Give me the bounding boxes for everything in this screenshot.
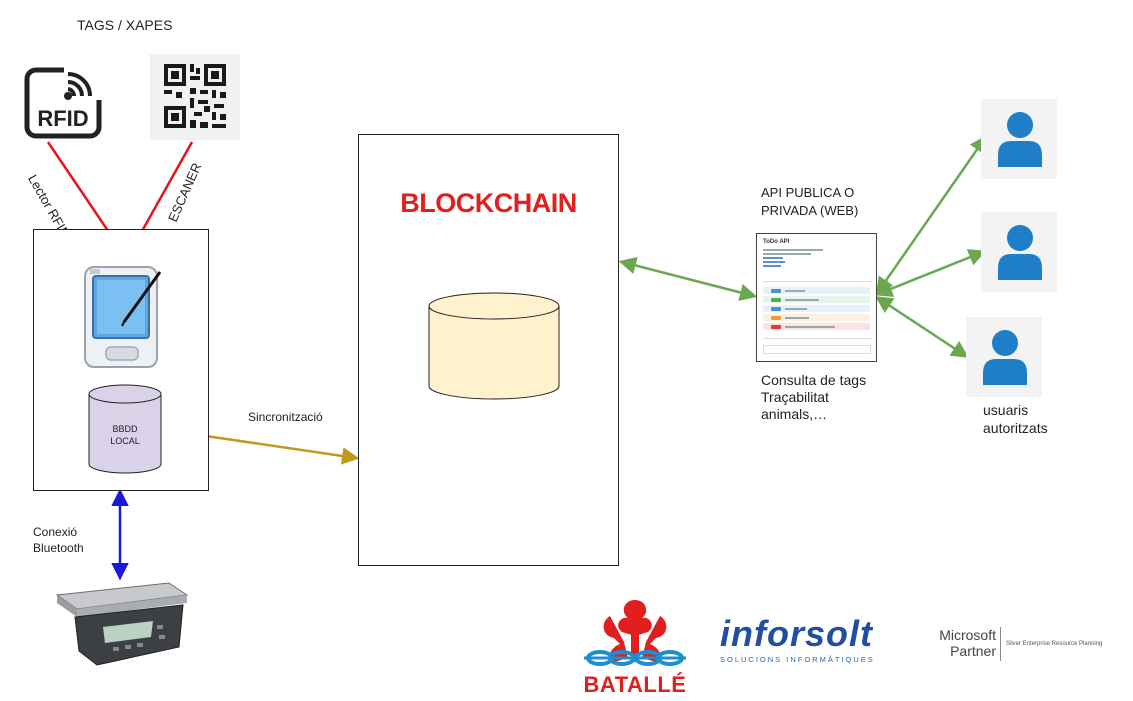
inforsolt-logo: inforsolt SOLUCIONS INFORMÀTIQUES: [720, 613, 905, 665]
user-avatar-3: [966, 317, 1042, 397]
api-screenshot-row: [763, 314, 870, 321]
tablet-icon: [82, 264, 168, 370]
bluetooth-label-line2: Bluetooth: [33, 540, 84, 555]
api-title-line2: PRIVADA (WEB): [761, 202, 859, 218]
api-screenshot-row: [763, 323, 870, 330]
api-screenshot: ToDo API: [756, 233, 877, 362]
qr-code-icon: [150, 54, 240, 140]
api-caption-line2: Traçabilitat: [761, 388, 829, 405]
local-db-label-line2: LOCAL: [110, 435, 140, 446]
batalle-logo-text: BATALLÉ: [583, 672, 687, 697]
scale-icon: [53, 577, 189, 669]
user-icon: [998, 225, 1042, 280]
api-screenshot-line: [763, 249, 823, 251]
inforsolt-logo-main: inforsolt: [720, 613, 873, 654]
bluetooth-label: Conexió Bluetooth: [33, 525, 84, 556]
user-icon: [983, 330, 1027, 385]
tags-heading: TAGS / XAPES: [77, 17, 173, 33]
blockchain-title: BLOCKCHAIN: [400, 188, 577, 218]
users-label-line2: autoritzats: [983, 419, 1048, 436]
inforsolt-logo-sub: SOLUCIONS INFORMÀTIQUES: [720, 655, 875, 664]
batalle-logo: BATALLÉ: [580, 596, 690, 697]
api-caption: Consulta de tags Traçabilitat animals,…: [761, 372, 866, 422]
blockchain-api-arrow: [618, 257, 758, 301]
local-db-label: BBDD LOCAL: [86, 424, 164, 447]
rfid-icon-text: RFID: [37, 106, 88, 131]
api-screenshot-row: [763, 287, 870, 294]
users-label: usuaris autoritzats: [983, 402, 1048, 437]
api-title-line1: API PUBLICA O: [761, 185, 855, 200]
microsoft-logo-line1: Microsoft: [939, 627, 996, 643]
microsoft-logo-divider: [1000, 627, 1001, 661]
api-screenshot-row: [763, 296, 870, 303]
api-screenshot-input: [763, 345, 871, 354]
microsoft-logo-line2: Partner: [950, 643, 996, 659]
api-screenshot-link: [763, 265, 781, 267]
user-icon: [998, 112, 1042, 167]
sync-label: Sincronització: [248, 410, 323, 424]
bluetooth-label-line1: Conexió: [33, 525, 78, 539]
api-screenshot-link: [763, 257, 783, 259]
local-db-label-line1: BBDD: [112, 424, 138, 434]
api-user1-arrow: [876, 135, 987, 295]
api-title: API PUBLICA O PRIVADA (WEB): [761, 184, 858, 219]
local-db-cylinder: [86, 384, 164, 476]
api-screenshot-divider: [763, 338, 872, 339]
api-screenshot-divider: [763, 281, 872, 282]
api-caption-line3: animals,…: [761, 405, 828, 422]
blockchain-db-cylinder: [426, 290, 562, 402]
api-user2-arrow: [874, 249, 987, 297]
user-avatar-2: [981, 212, 1057, 292]
batalle-logo-mark: [584, 600, 686, 666]
api-user3-arrow: [875, 296, 969, 358]
rfid-icon: RFID: [24, 64, 102, 142]
user-avatar-1: [981, 99, 1057, 179]
api-screenshot-line: [763, 253, 811, 255]
api-caption-line1: Consulta de tags: [761, 372, 867, 388]
api-screenshot-link: [763, 261, 785, 263]
microsoft-logo-tagline: Silver Enterprise Resource Planning: [1006, 641, 1103, 647]
microsoft-partner-logo: Microsoft Partner: [926, 627, 996, 659]
api-screenshot-row: [763, 305, 870, 312]
users-label-line1: usuaris: [983, 402, 1029, 418]
api-screenshot-title: ToDo API: [763, 239, 790, 245]
